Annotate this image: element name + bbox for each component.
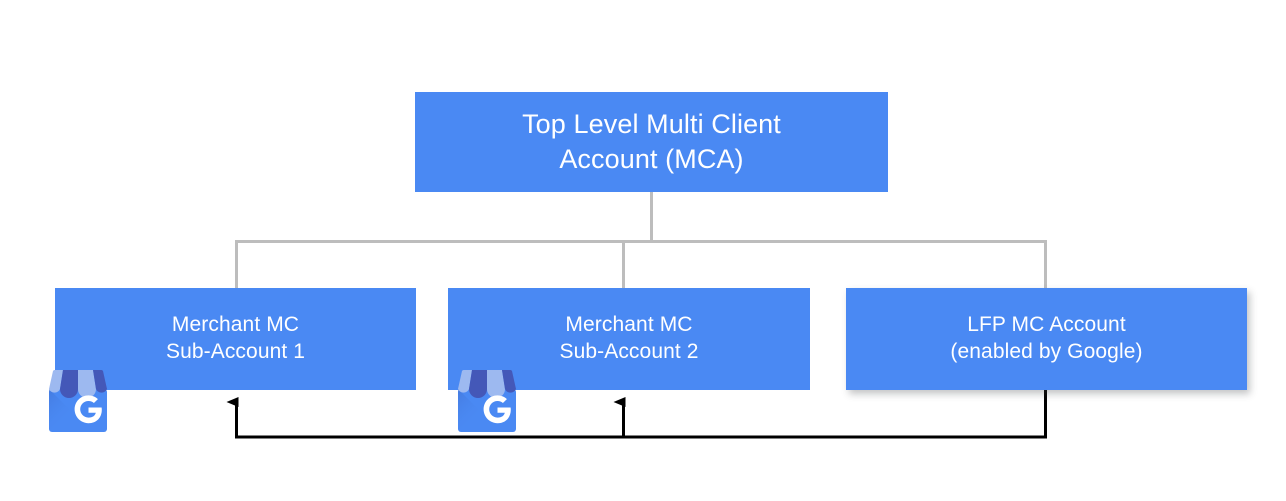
google-g-letter (74, 395, 102, 424)
node-lfp-mc-account-label: LFP MC Account (enabled by Google) (950, 313, 1143, 363)
node-top-level-mca[interactable]: Top Level Multi Client Account (MCA) (415, 92, 888, 192)
flow-arrow-lfp-to-merchant-1 (226, 390, 1047, 439)
flow-arrows (226, 390, 1047, 439)
node-lfp-mc-account[interactable]: LFP MC Account (enabled by Google) (846, 288, 1247, 390)
google-g-letter (483, 395, 511, 424)
node-top-level-mca-label: Top Level Multi Client Account (MCA) (522, 109, 781, 174)
node-merchant-sub-account-2-label: Merchant MC Sub-Account 2 (559, 313, 699, 363)
tree-connectors (235, 192, 1047, 288)
node-merchant-sub-account-1-label: Merchant MC Sub-Account 1 (165, 313, 306, 363)
google-my-business-storefront-icon (49, 369, 107, 432)
google-my-business-storefront-icon (458, 369, 516, 432)
node-merchant-sub-account-1[interactable]: Merchant MC Sub-Account 1 (55, 288, 416, 390)
node-merchant-sub-account-2[interactable]: Merchant MC Sub-Account 2 (448, 288, 810, 390)
